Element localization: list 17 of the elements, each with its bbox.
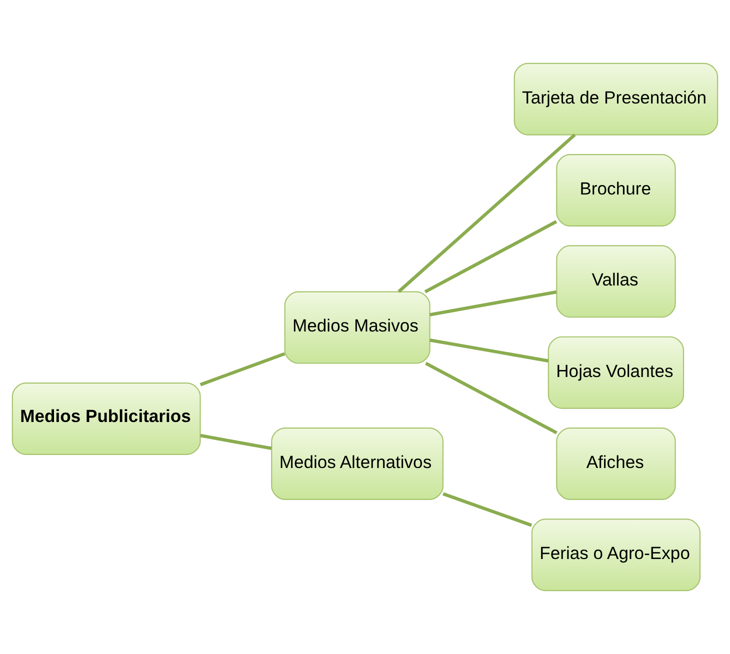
connector (430, 290, 557, 316)
connector (430, 338, 548, 362)
connector (442, 492, 532, 527)
node-box: Medios Publicitarios (12, 382, 201, 455)
connector (424, 220, 558, 294)
node-box: Hojas Volantes (548, 336, 684, 409)
node-box: Afiches (556, 428, 676, 500)
node-box: Vallas (556, 245, 676, 318)
connector (200, 434, 272, 450)
node-box: Tarjeta de Presentación (514, 62, 718, 136)
connector (200, 352, 286, 386)
connector (425, 362, 558, 434)
node-box: Medios Alternativos (271, 428, 444, 500)
node-box: Medios Masivos (284, 291, 430, 364)
connector (398, 134, 576, 293)
node-box: Brochure (556, 154, 676, 226)
node-box: Ferias o Agro-Expo (531, 518, 701, 592)
